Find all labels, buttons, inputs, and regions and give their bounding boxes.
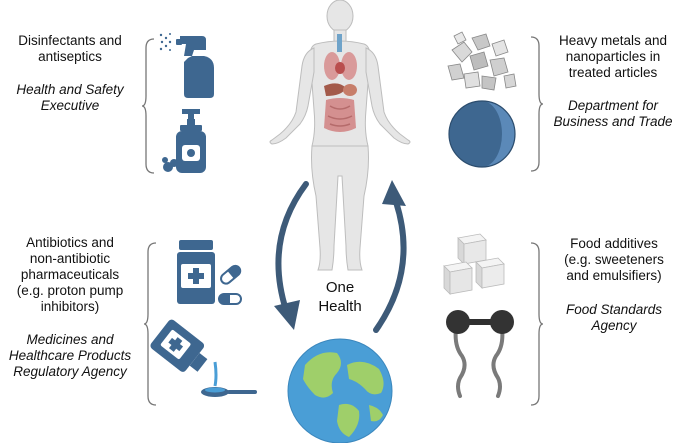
heavy-metals-title: Heavy metals and nanoparticles in treate… — [546, 33, 680, 81]
spray-bottle-icon — [159, 33, 214, 98]
heavy-metals-agency-line: Business and Trade — [553, 114, 673, 129]
cycle-arrow-up — [373, 180, 407, 333]
food-additives-agency-line: Food Standards — [565, 302, 663, 317]
antibiotics-agency-line: Regulatory Agency — [13, 364, 127, 379]
human-body-figure — [269, 0, 411, 271]
sugar-cubes-icon — [443, 233, 505, 295]
one-health-label: One Health — [306, 278, 374, 316]
right-brace-top — [530, 36, 544, 172]
pill-bottle-icon — [177, 240, 242, 305]
antibiotics-title-line: inhibitors) — [40, 299, 100, 314]
disinfectants-title-line: Disinfectants and — [18, 33, 122, 48]
left-brace-top — [141, 38, 155, 174]
right-brace-bottom — [530, 242, 544, 406]
left-brace-bottom — [143, 242, 157, 406]
emulsifier-molecule-icon — [446, 310, 514, 398]
food-additives-title: Food additives (e.g. sweeteners and emul… — [548, 236, 680, 284]
disinfectants-title-line: antiseptics — [38, 49, 102, 64]
heavy-metals-agency: Department for Business and Trade — [544, 98, 680, 130]
heavy-metals-title-line: nanoparticles in — [565, 49, 661, 64]
antibiotics-title-line: pharmaceuticals — [20, 267, 120, 282]
disinfectants-agency: Health and Safety Executive — [4, 82, 136, 114]
food-additives-agency: Food Standards Agency — [548, 302, 680, 334]
antibiotics-title-line: Antibiotics and — [26, 235, 114, 250]
food-additives-title-line: (e.g. sweeteners — [564, 252, 664, 267]
food-additives-title-line: and emulsifiers) — [566, 268, 662, 283]
antibiotics-agency: Medicines and Healthcare Products Regula… — [0, 332, 140, 380]
one-health-line: One — [325, 279, 355, 296]
nanoparticle-sphere-icon — [448, 100, 516, 168]
antibiotics-title-line: (e.g. proton pump — [16, 283, 124, 298]
antibiotics-title-line: non-antibiotic — [29, 251, 111, 266]
disinfectants-title: Disinfectants and antiseptics — [4, 33, 136, 65]
antibiotics-agency-line: Healthcare Products — [8, 348, 132, 363]
globe-icon — [287, 338, 393, 443]
liquid-medicine-icon — [150, 319, 257, 397]
food-additives-agency-line: Agency — [591, 318, 637, 333]
one-health-line: Health — [318, 298, 362, 315]
antibiotics-title: Antibiotics and non-antibiotic pharmaceu… — [4, 235, 136, 315]
heavy-metal-crystals-icon — [447, 31, 517, 91]
heavy-metals-title-line: treated articles — [568, 65, 658, 80]
heavy-metals-agency-line: Department for — [567, 98, 659, 113]
disinfectants-agency-line: Executive — [40, 98, 100, 113]
pump-bottle-icon — [162, 109, 206, 173]
disinfectants-agency-line: Health and Safety — [16, 82, 124, 97]
heavy-metals-title-line: Heavy metals and — [558, 33, 668, 48]
organs — [324, 34, 357, 132]
food-additives-title-line: Food additives — [570, 236, 658, 251]
antibiotics-agency-line: Medicines and — [26, 332, 114, 347]
cycle-arrow-down — [274, 181, 309, 330]
